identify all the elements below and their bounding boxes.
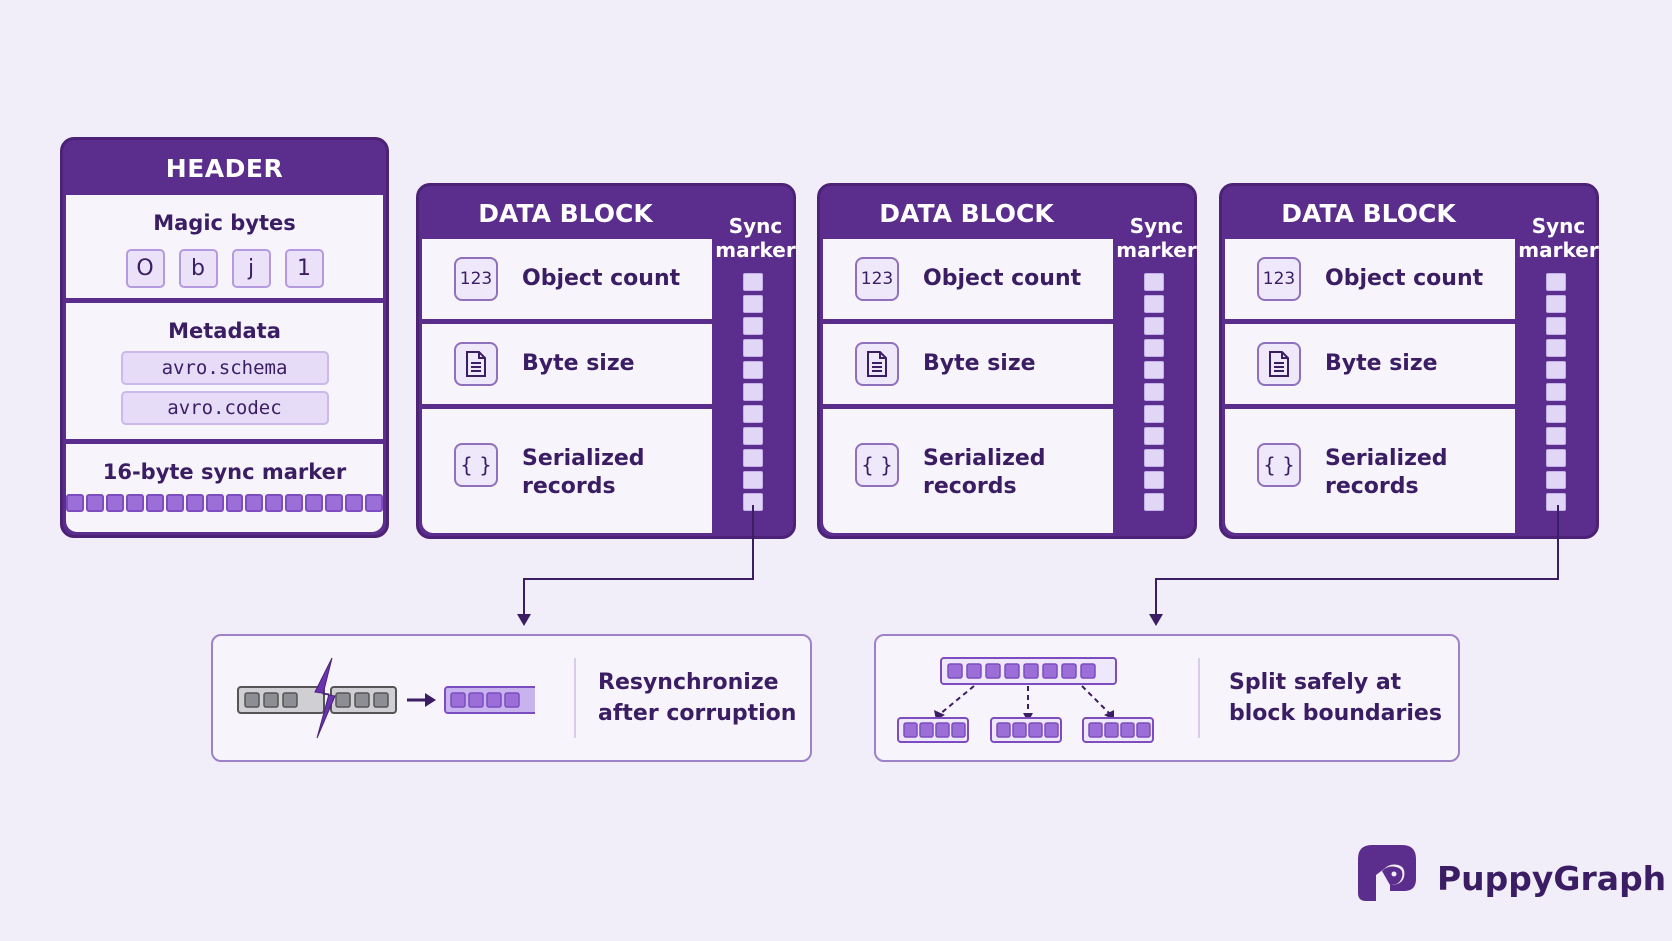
metadata-schema: avro.schema [120, 351, 329, 385]
braces-icon: { } [454, 443, 498, 487]
data-block-title: DATA BLOCK [879, 199, 1054, 228]
records-row: { } Serialized records [422, 409, 712, 533]
number-icon: 123 [855, 257, 899, 301]
data-block-2: DATA BLOCK 123 Object count Byte size { … [817, 183, 1197, 539]
braces-icon: { } [855, 443, 899, 487]
header-card: HEADER Magic bytes O b j 1 Metadata avro… [60, 137, 389, 538]
number-icon: 123 [454, 257, 498, 301]
records-label: Serialized records [1325, 446, 1448, 499]
object-count-row: 123 Object count [1225, 239, 1515, 319]
number-icon: 123 [1257, 257, 1301, 301]
metadata-section: Metadata avro.schema avro.codec [66, 303, 383, 439]
document-icon [855, 342, 899, 386]
header-title: HEADER [165, 154, 284, 183]
sync-marker-bytes [66, 494, 383, 512]
byte-size-row: Byte size [1225, 324, 1515, 404]
sync-marker-label: 16-byte sync marker [102, 460, 347, 484]
records-row: { } Serialized records [1225, 409, 1515, 533]
byte-size-label: Byte size [923, 351, 1036, 376]
sync-marker-column [1546, 273, 1566, 511]
byte-size-row: Byte size [422, 324, 712, 404]
object-count-label: Object count [1325, 266, 1484, 291]
metadata-codec: avro.codec [120, 391, 329, 425]
braces-icon: { } [1257, 443, 1301, 487]
sync-marker-column [1144, 273, 1164, 511]
document-icon [1257, 342, 1301, 386]
data-block-1: DATA BLOCK 123 Object count Byte size { … [416, 183, 796, 539]
sync-marker-label: Sync marker [1518, 214, 1599, 262]
object-count-row: 123 Object count [422, 239, 712, 319]
brand-name: PuppyGraph [1437, 859, 1667, 898]
object-count-row: 123 Object count [823, 239, 1113, 319]
magic-byte: j [231, 249, 271, 288]
split-box: Split safely at block boundaries [874, 634, 1460, 762]
sync-marker-label: Sync marker [1116, 214, 1197, 262]
document-icon [454, 342, 498, 386]
magic-bytes-section: Magic bytes O b j 1 [66, 195, 383, 298]
metadata-label: Metadata [168, 319, 281, 343]
sync-marker-label: Sync marker [715, 214, 796, 262]
puppygraph-logo-icon [1358, 845, 1416, 901]
byte-size-label: Byte size [1325, 351, 1438, 376]
resync-box: Resynchronize after corruption [211, 634, 812, 762]
split-icon [897, 657, 1154, 743]
byte-size-label: Byte size [522, 351, 635, 376]
corruption-icon [237, 657, 535, 739]
magic-byte: 1 [284, 249, 324, 288]
divider [1198, 658, 1200, 738]
magic-bytes-label: Magic bytes [153, 211, 296, 235]
object-count-label: Object count [522, 266, 681, 291]
sync-marker-section: 16-byte sync marker [66, 444, 383, 532]
object-count-label: Object count [923, 266, 1082, 291]
data-block-3: DATA BLOCK 123 Object count Byte size { … [1219, 183, 1599, 539]
magic-byte: O [125, 249, 165, 288]
data-block-title: DATA BLOCK [478, 199, 653, 228]
split-text: Split safely at block boundaries [1229, 670, 1442, 726]
records-label: Serialized records [923, 446, 1046, 499]
resync-text: Resynchronize after corruption [598, 670, 797, 726]
records-label: Serialized records [522, 446, 645, 499]
magic-bytes-row: O b j 1 [66, 249, 383, 288]
magic-byte: b [178, 249, 218, 288]
divider [574, 658, 576, 738]
data-block-title: DATA BLOCK [1281, 199, 1456, 228]
records-row: { } Serialized records [823, 409, 1113, 533]
byte-size-row: Byte size [823, 324, 1113, 404]
